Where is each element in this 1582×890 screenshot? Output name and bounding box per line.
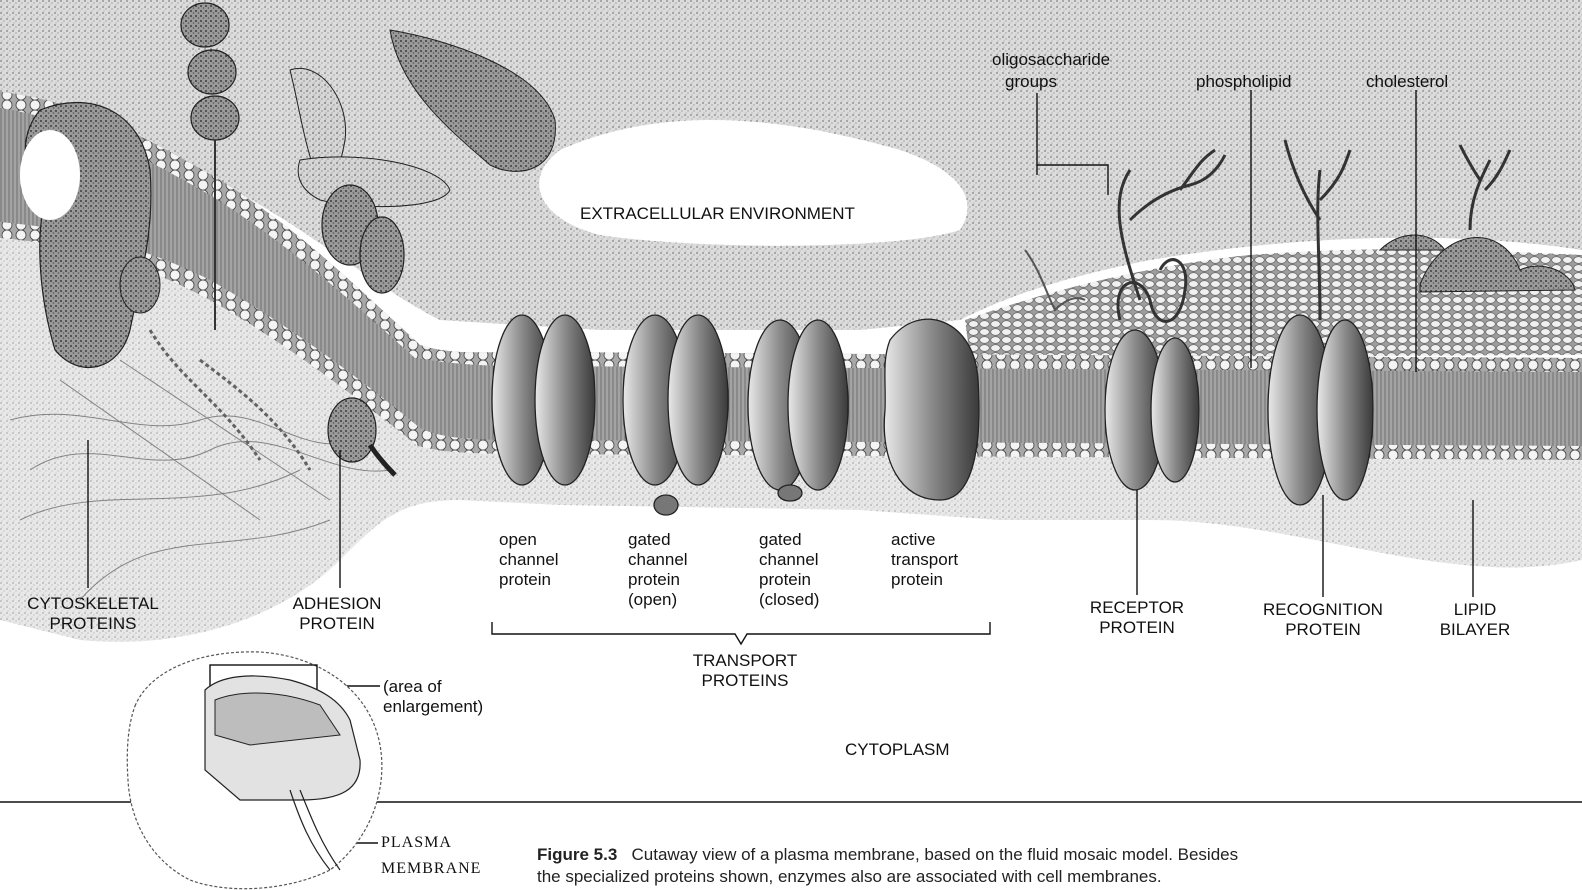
cytoplasm-label: CYTOPLASM	[845, 740, 950, 760]
lipid-bilayer-label: LIPID BILAYER	[1420, 600, 1530, 640]
active-transport-protein-shape	[884, 319, 979, 500]
receptor-protein-label: RECEPTOR PROTEIN	[1072, 598, 1202, 638]
cytoskeletal-proteins-label: CYTOSKELETAL PROTEINS	[18, 594, 168, 634]
area-of-enlargement-label: (area of enlargement)	[383, 677, 483, 717]
groups-label: groups	[1005, 72, 1057, 92]
cholesterol-label: cholesterol	[1366, 72, 1448, 92]
transport-proteins-label: TRANSPORT PROTEINS	[660, 651, 830, 691]
transport-bracket	[492, 622, 990, 644]
figure-number: Figure 5.3	[537, 845, 617, 864]
adhesion-protein-label: ADHESION PROTEIN	[272, 594, 402, 634]
phospholipid-label: phospholipid	[1196, 72, 1291, 92]
caption-line-2: the specialized proteins shown, enzymes …	[537, 866, 1577, 888]
gated-closed-protein-shape	[748, 320, 848, 501]
figure-caption: Figure 5.3 Cutaway view of a plasma memb…	[537, 844, 1577, 888]
gated-channel-open-label: gated channel protein (open)	[628, 530, 688, 610]
open-channel-protein-label: open channel protein	[499, 530, 559, 590]
caption-line-1: Cutaway view of a plasma membrane, based…	[631, 845, 1238, 864]
inset-cell-drawing	[127, 652, 382, 889]
recognition-protein-label: RECOGNITION PROTEIN	[1248, 600, 1398, 640]
extracellular-environment-label: EXTRACELLULAR ENVIRONMENT	[580, 204, 855, 224]
plasma-membrane-label: PLASMA MEMBRANE	[381, 833, 481, 879]
oligosaccharide-label: oligosaccharide	[992, 50, 1110, 70]
active-transport-protein-label: active transport protein	[891, 530, 958, 590]
open-channel-protein-shape	[492, 315, 595, 485]
gated-channel-closed-label: gated channel protein (closed)	[759, 530, 819, 610]
